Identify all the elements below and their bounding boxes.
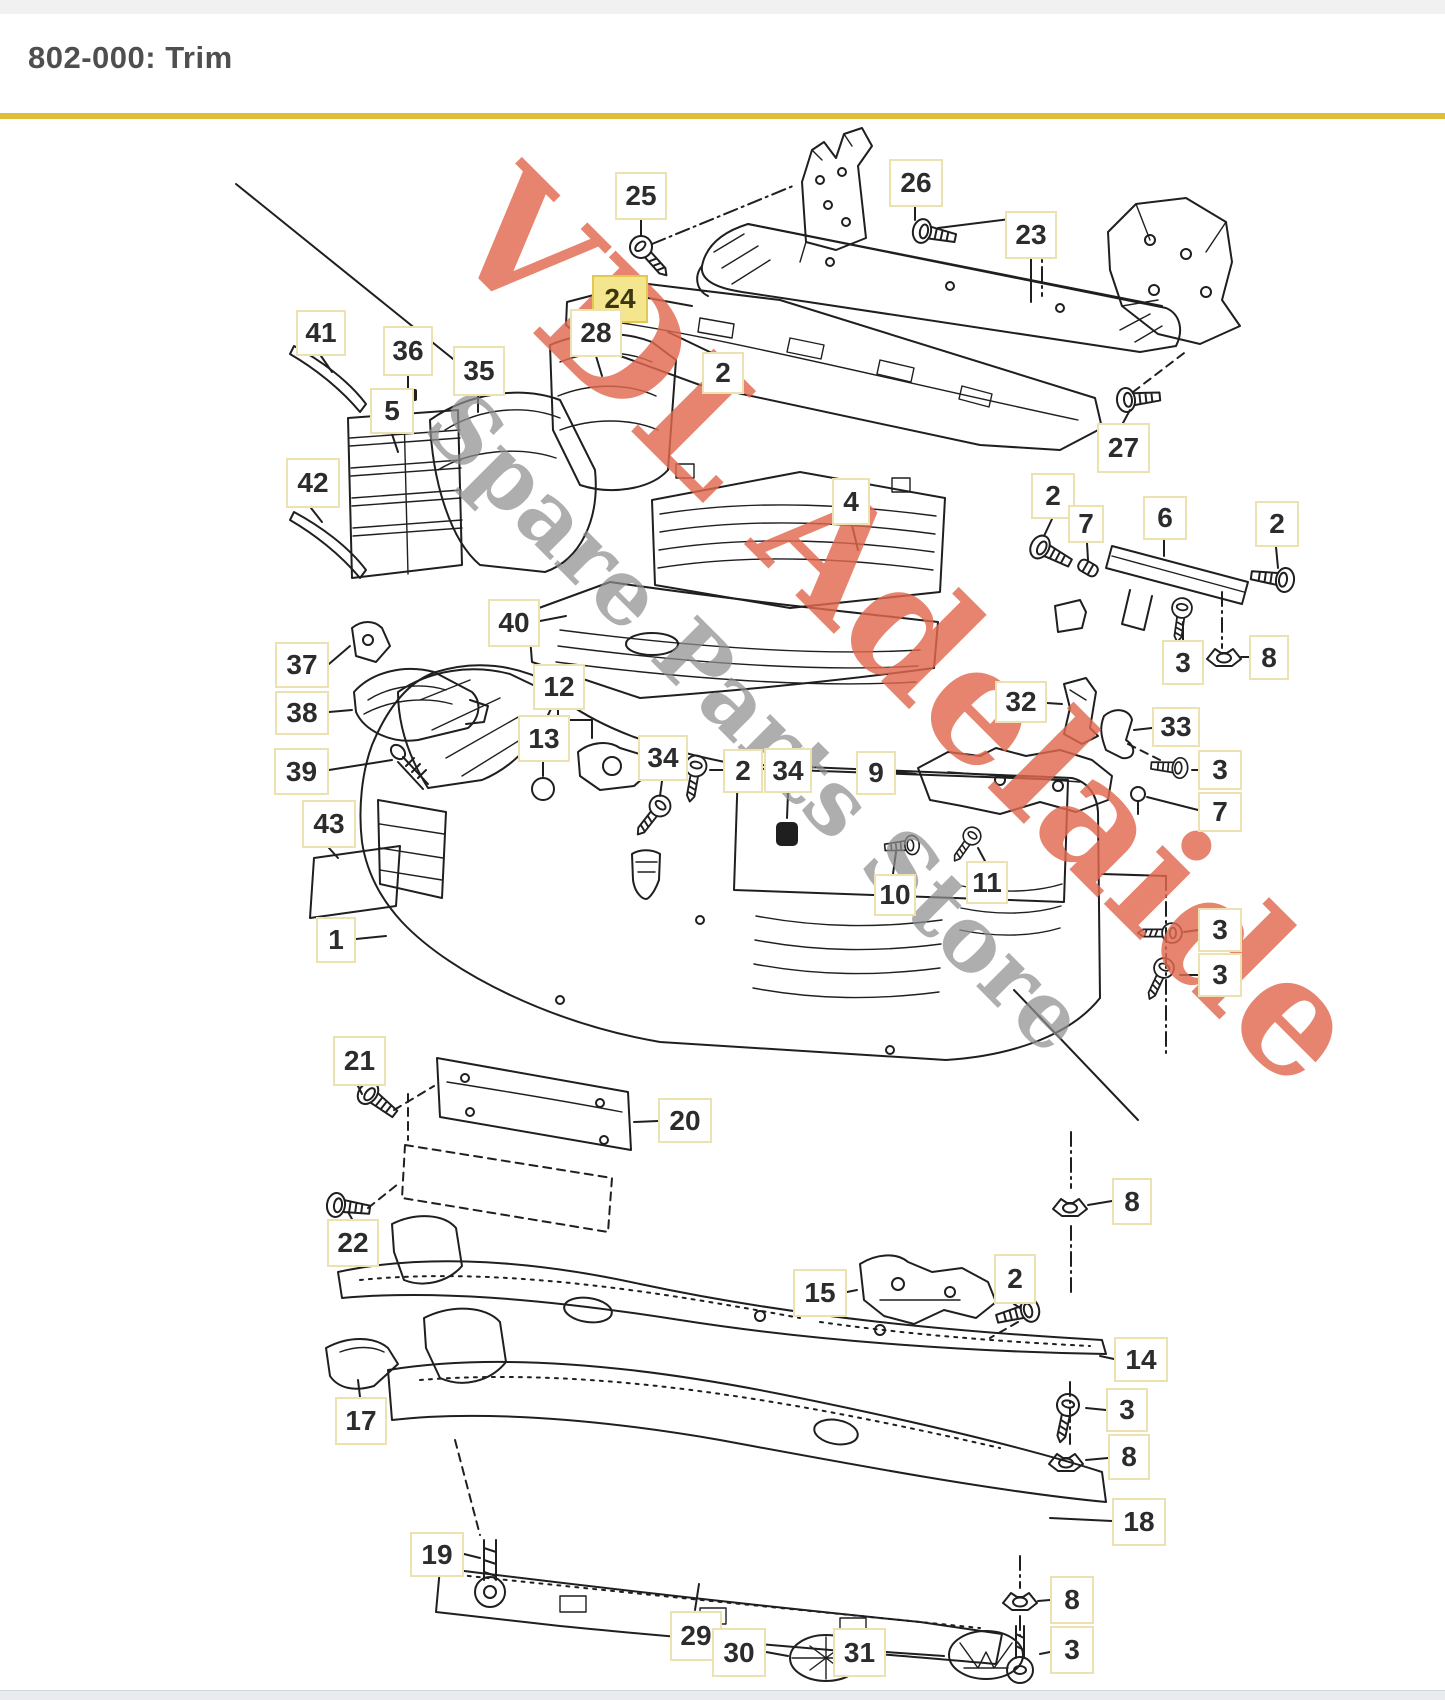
part-label-30[interactable]: 30 xyxy=(712,1628,766,1677)
reinforcement-beam-drawing xyxy=(696,223,1182,353)
part-label-28[interactable]: 28 xyxy=(570,309,622,357)
part-label-41[interactable]: 41 xyxy=(296,310,346,356)
part-label-3[interactable]: 3 xyxy=(1198,953,1242,997)
part-label-29[interactable]: 29 xyxy=(670,1611,722,1661)
lower-spoiler-18-drawing xyxy=(387,1307,1107,1503)
part-label-3[interactable]: 3 xyxy=(1106,1388,1148,1432)
part-label-43[interactable]: 43 xyxy=(302,800,356,848)
side-bracket-6-drawing xyxy=(1054,545,1249,633)
front-spoiler-14-drawing xyxy=(337,1215,1107,1355)
part-label-13[interactable]: 13 xyxy=(518,715,570,762)
part-label-35[interactable]: 35 xyxy=(453,346,505,396)
screw-39-drawing xyxy=(389,743,429,790)
part-label-2[interactable]: 2 xyxy=(1255,501,1299,547)
cover-17-drawing xyxy=(325,1338,399,1390)
part-label-19[interactable]: 19 xyxy=(410,1532,464,1577)
part-label-33[interactable]: 33 xyxy=(1152,707,1200,747)
part-label-3[interactable]: 3 xyxy=(1198,750,1242,790)
part-label-7[interactable]: 7 xyxy=(1198,792,1242,832)
page-title: 802-000: Trim xyxy=(28,40,233,75)
part-label-21[interactable]: 21 xyxy=(333,1036,386,1086)
part-label-14[interactable]: 14 xyxy=(1114,1337,1168,1382)
bracket-33-drawing xyxy=(1100,709,1135,760)
part-label-17[interactable]: 17 xyxy=(335,1397,387,1445)
screw-19-glyph xyxy=(474,1539,506,1608)
part-label-32[interactable]: 32 xyxy=(995,681,1047,723)
part-label-8[interactable]: 8 xyxy=(1108,1434,1150,1480)
part-label-42[interactable]: 42 xyxy=(286,458,340,508)
part-label-20[interactable]: 20 xyxy=(658,1098,712,1143)
bracket-15-drawing xyxy=(859,1254,997,1325)
part-label-23[interactable]: 23 xyxy=(1005,211,1057,259)
part-label-34[interactable]: 34 xyxy=(764,748,812,793)
part-label-39[interactable]: 39 xyxy=(274,748,329,795)
part-label-2[interactable]: 2 xyxy=(723,749,763,793)
header-divider xyxy=(0,113,1445,119)
part-label-9[interactable]: 9 xyxy=(856,751,896,795)
part-label-3[interactable]: 3 xyxy=(1198,908,1242,952)
part-label-5[interactable]: 5 xyxy=(370,388,414,434)
bracket-37-drawing xyxy=(351,621,391,663)
part-label-10[interactable]: 10 xyxy=(874,874,916,916)
part-label-4[interactable]: 4 xyxy=(832,478,870,525)
bumper-cover-drawing xyxy=(359,664,1101,1061)
part-label-7[interactable]: 7 xyxy=(1068,505,1104,543)
part-label-31[interactable]: 31 xyxy=(833,1628,886,1677)
support-bracket-9-drawing xyxy=(917,747,1113,815)
part-label-8[interactable]: 8 xyxy=(1112,1178,1152,1225)
center-grille-4-drawing xyxy=(651,463,946,609)
part-label-2[interactable]: 2 xyxy=(1031,473,1075,519)
part-label-27[interactable]: 27 xyxy=(1097,423,1150,473)
part-label-2[interactable]: 2 xyxy=(994,1254,1036,1304)
bottom-strip xyxy=(0,1690,1445,1700)
part-label-8[interactable]: 8 xyxy=(1050,1576,1094,1624)
part-label-26[interactable]: 26 xyxy=(889,159,943,207)
part-label-37[interactable]: 37 xyxy=(275,642,329,688)
part-label-18[interactable]: 18 xyxy=(1112,1498,1166,1546)
part-label-6[interactable]: 6 xyxy=(1143,496,1187,540)
part-label-3[interactable]: 3 xyxy=(1162,640,1204,685)
part-label-22[interactable]: 22 xyxy=(327,1219,379,1267)
license-plate-bracket-drawing xyxy=(436,1057,632,1151)
lower-grille-trim-40-drawing xyxy=(527,581,939,699)
side-grille-5-drawing xyxy=(347,409,463,579)
part-label-2[interactable]: 2 xyxy=(702,352,744,394)
beam-right-bracket-drawing xyxy=(1107,197,1241,345)
part-label-15[interactable]: 15 xyxy=(793,1269,847,1317)
trim-strip-41-drawing xyxy=(289,345,367,413)
part-label-36[interactable]: 36 xyxy=(383,326,433,376)
part-label-25[interactable]: 25 xyxy=(615,172,667,220)
part-label-11[interactable]: 11 xyxy=(966,861,1008,904)
part-label-34[interactable]: 34 xyxy=(638,735,688,781)
part-label-8[interactable]: 8 xyxy=(1249,635,1289,680)
part-label-1[interactable]: 1 xyxy=(316,917,356,963)
beam-left-bracket-drawing xyxy=(799,127,873,263)
part-label-38[interactable]: 38 xyxy=(275,691,329,735)
top-strip xyxy=(0,0,1445,14)
sticker-43-drawing xyxy=(309,845,401,919)
plate-position-outline xyxy=(401,1144,613,1233)
bracket-32-drawing xyxy=(1063,677,1099,745)
part-label-40[interactable]: 40 xyxy=(488,599,540,647)
fastener-glyphs xyxy=(324,216,1297,1684)
screw-3f-glyph xyxy=(1006,1625,1034,1684)
gray-slash-marks xyxy=(235,183,1139,1121)
part-label-3[interactable]: 3 xyxy=(1050,1626,1094,1674)
part-label-12[interactable]: 12 xyxy=(533,664,585,710)
